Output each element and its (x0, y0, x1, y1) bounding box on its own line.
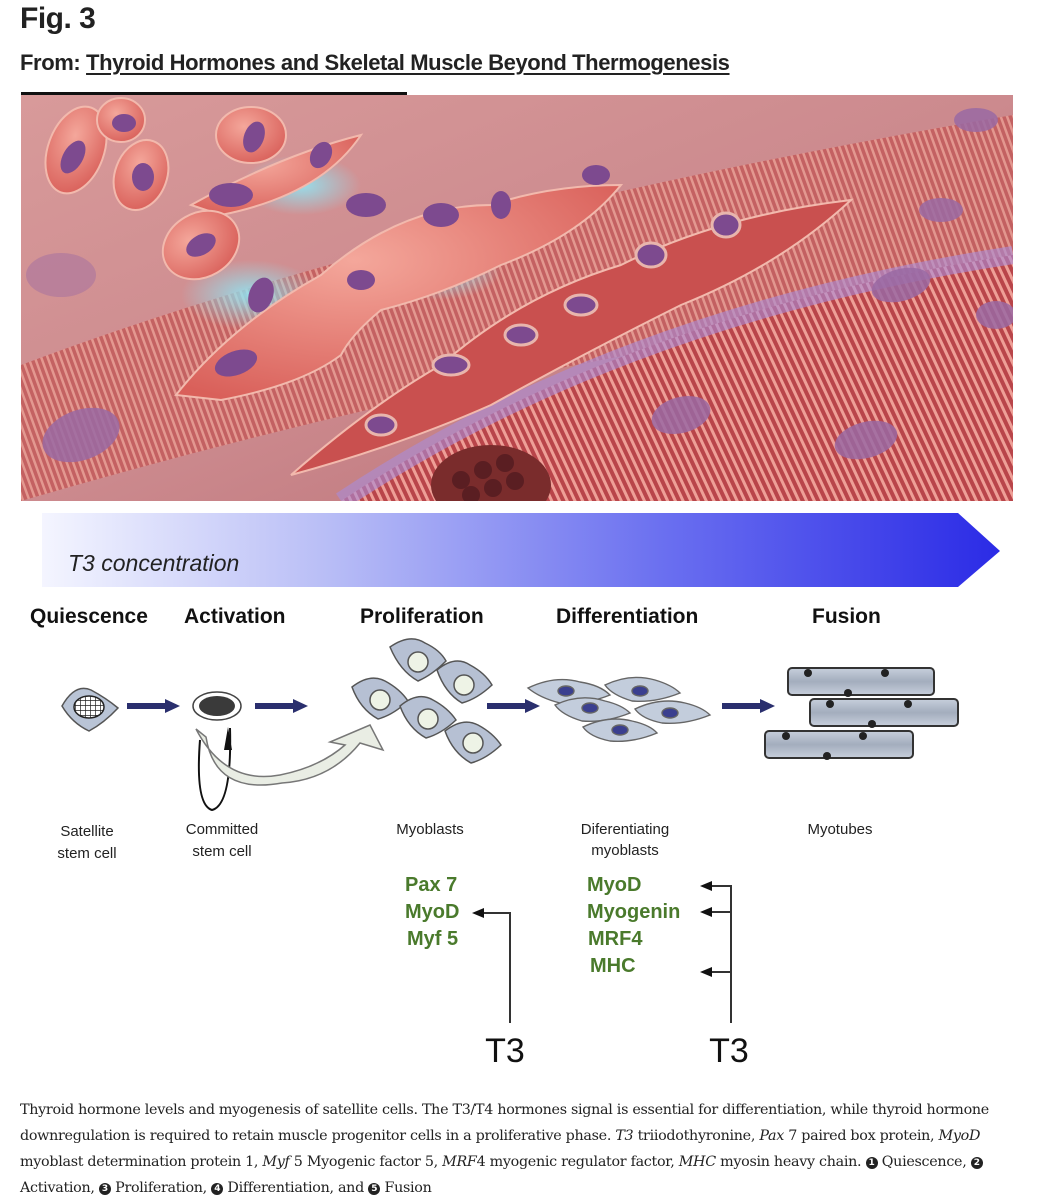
stage-quiescence: Quiescence (30, 605, 148, 628)
satellite-stem-cell-icon (61, 687, 120, 732)
progression-arrow (487, 699, 540, 713)
t3-concentration-label: T3 concentration (68, 550, 239, 576)
satellite-cell-illustration (21, 95, 1013, 501)
label-differentiating-myoblasts-2: myoblasts (591, 842, 659, 859)
abbr-myf: Myf (262, 1154, 290, 1170)
def-mhc: myosin heavy chain. (715, 1154, 866, 1170)
illustration-svg (21, 95, 1013, 501)
step-text: Fusion (380, 1180, 432, 1196)
committed-stem-cell-icon (192, 691, 242, 721)
proliferation-arrow (195, 724, 385, 786)
label-satellite-stem-cell-2: stem cell (57, 845, 116, 862)
fiber-nuclei (26, 108, 1013, 463)
abbr-mrf: MRF (442, 1154, 477, 1170)
label-myotubes: Myotubes (807, 821, 872, 838)
stage-fusion: Fusion (812, 605, 881, 628)
abbr-t3: T3 (615, 1128, 634, 1144)
abbr-pax: Pax (759, 1128, 784, 1144)
step-text: Activation, (20, 1180, 99, 1196)
progression-arrow (722, 699, 775, 713)
t3-label-left: T3 (485, 1032, 525, 1070)
step-text: Proliferation, (110, 1180, 212, 1196)
title-rule (21, 92, 407, 95)
myoblasts-icon (351, 638, 502, 764)
article-title-link[interactable]: Thyroid Hormones and Skeletal Muscle Bey… (86, 50, 730, 75)
step-number-badge: 1 (865, 1157, 878, 1169)
t3-regulation-right (710, 885, 732, 1023)
label-committed-stem-cell: Committed (186, 821, 259, 838)
t3-concentration-arrow (42, 513, 1000, 587)
abbr-myod: MyoD (938, 1128, 981, 1144)
from-prefix: From: (20, 50, 87, 75)
stage-differentiation: Differentiation (556, 605, 698, 628)
label-committed-stem-cell-2: stem cell (192, 843, 251, 860)
stage-activation: Activation (184, 605, 286, 628)
source-line: From: Thyroid Hormones and Skeletal Musc… (20, 50, 730, 76)
step-number-badge: 2 (970, 1157, 983, 1169)
myotubes-icon (764, 667, 959, 760)
gene-pax7: Pax 7 (405, 874, 457, 896)
abbr-mhc: MHC (678, 1154, 716, 1170)
self-renewal-loop (197, 727, 232, 812)
gene-myf5: Myf 5 (407, 928, 458, 950)
muscle-fiber (21, 115, 1013, 501)
step-text: Quiescence, (877, 1154, 971, 1170)
def-pax: 7 paired box protein, (783, 1128, 939, 1144)
label-myoblasts: Myoblasts (396, 821, 464, 838)
def-t3: triiodothyronine, (633, 1128, 760, 1144)
t3-regulation-left (482, 912, 511, 1023)
t3-label-right: T3 (709, 1032, 749, 1070)
proliferating-myoblasts (174, 183, 624, 402)
gene-myogenin: Myogenin (587, 901, 680, 923)
diagram-svg: T3 concentration Quiescence Activation P… (30, 513, 1000, 1070)
step-number-badge: 4 (211, 1183, 224, 1195)
label-differentiating-myoblasts: Diferentiating (581, 821, 669, 838)
myogenesis-diagram: T3 concentration Quiescence Activation P… (0, 505, 1048, 1095)
gene-mhc: MHC (590, 955, 636, 977)
label-satellite-stem-cell: Satellite (60, 823, 113, 840)
figure-caption: Thyroid hormone levels and myogenesis of… (20, 1097, 1020, 1201)
figure-label: Fig. 3 (20, 2, 96, 35)
def-mrf: 4 myogenic regulator factor, (476, 1154, 679, 1170)
stage-proliferation: Proliferation (360, 605, 484, 628)
step-number-badge: 5 (368, 1183, 381, 1195)
gene-myod: MyoD (405, 901, 459, 923)
gene-myod-diff: MyoD (587, 874, 641, 896)
satellite-cells (44, 97, 364, 281)
progression-arrow (255, 699, 308, 713)
caption-text: Thyroid hormone levels and myogenesis of… (20, 1102, 989, 1144)
def-myod: myoblast determination protein 1, (20, 1154, 263, 1170)
step-number-badge: 3 (98, 1183, 111, 1195)
gene-mrf4: MRF4 (588, 928, 643, 950)
def-myf: 5 Myogenic factor 5, (289, 1154, 443, 1170)
differentiating-myoblasts-icon (526, 676, 712, 743)
progression-arrow (127, 699, 180, 713)
step-text: Differentiation, and (223, 1180, 369, 1196)
